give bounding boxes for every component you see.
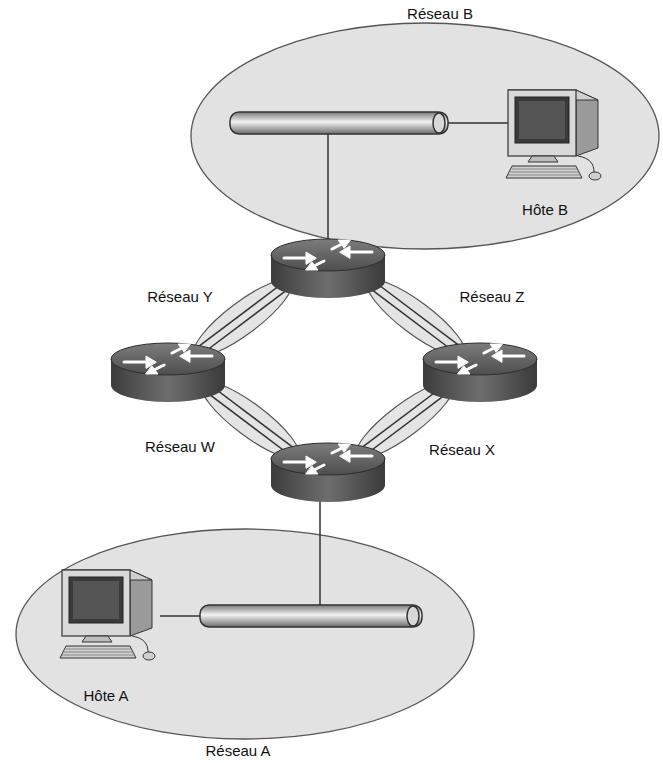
network-name: Réseau B: [407, 5, 473, 23]
network-name: Réseau Y: [147, 288, 213, 306]
network-area: Réseau AHôte A: [15, 528, 475, 740]
computer-icon: [498, 86, 608, 186]
network-name: Réseau W: [145, 438, 215, 456]
network-name: Réseau X: [429, 441, 495, 459]
computer-icon: [52, 566, 162, 666]
network-label: Réseau X: [429, 441, 496, 459]
network-name: Hôte B: [522, 201, 568, 219]
host-computer: Hôte A: [52, 566, 162, 666]
network-area: Réseau BHôte B: [190, 22, 660, 250]
network-name: Réseau A: [205, 742, 270, 760]
network-label: Réseau Z: [459, 288, 526, 306]
network-name: Réseau Z: [459, 288, 524, 306]
network-name: Hôte A: [83, 687, 128, 705]
host-computer: Hôte B: [498, 86, 608, 186]
network-label: Réseau Y: [147, 288, 214, 306]
network-label: Réseau W: [145, 438, 217, 456]
